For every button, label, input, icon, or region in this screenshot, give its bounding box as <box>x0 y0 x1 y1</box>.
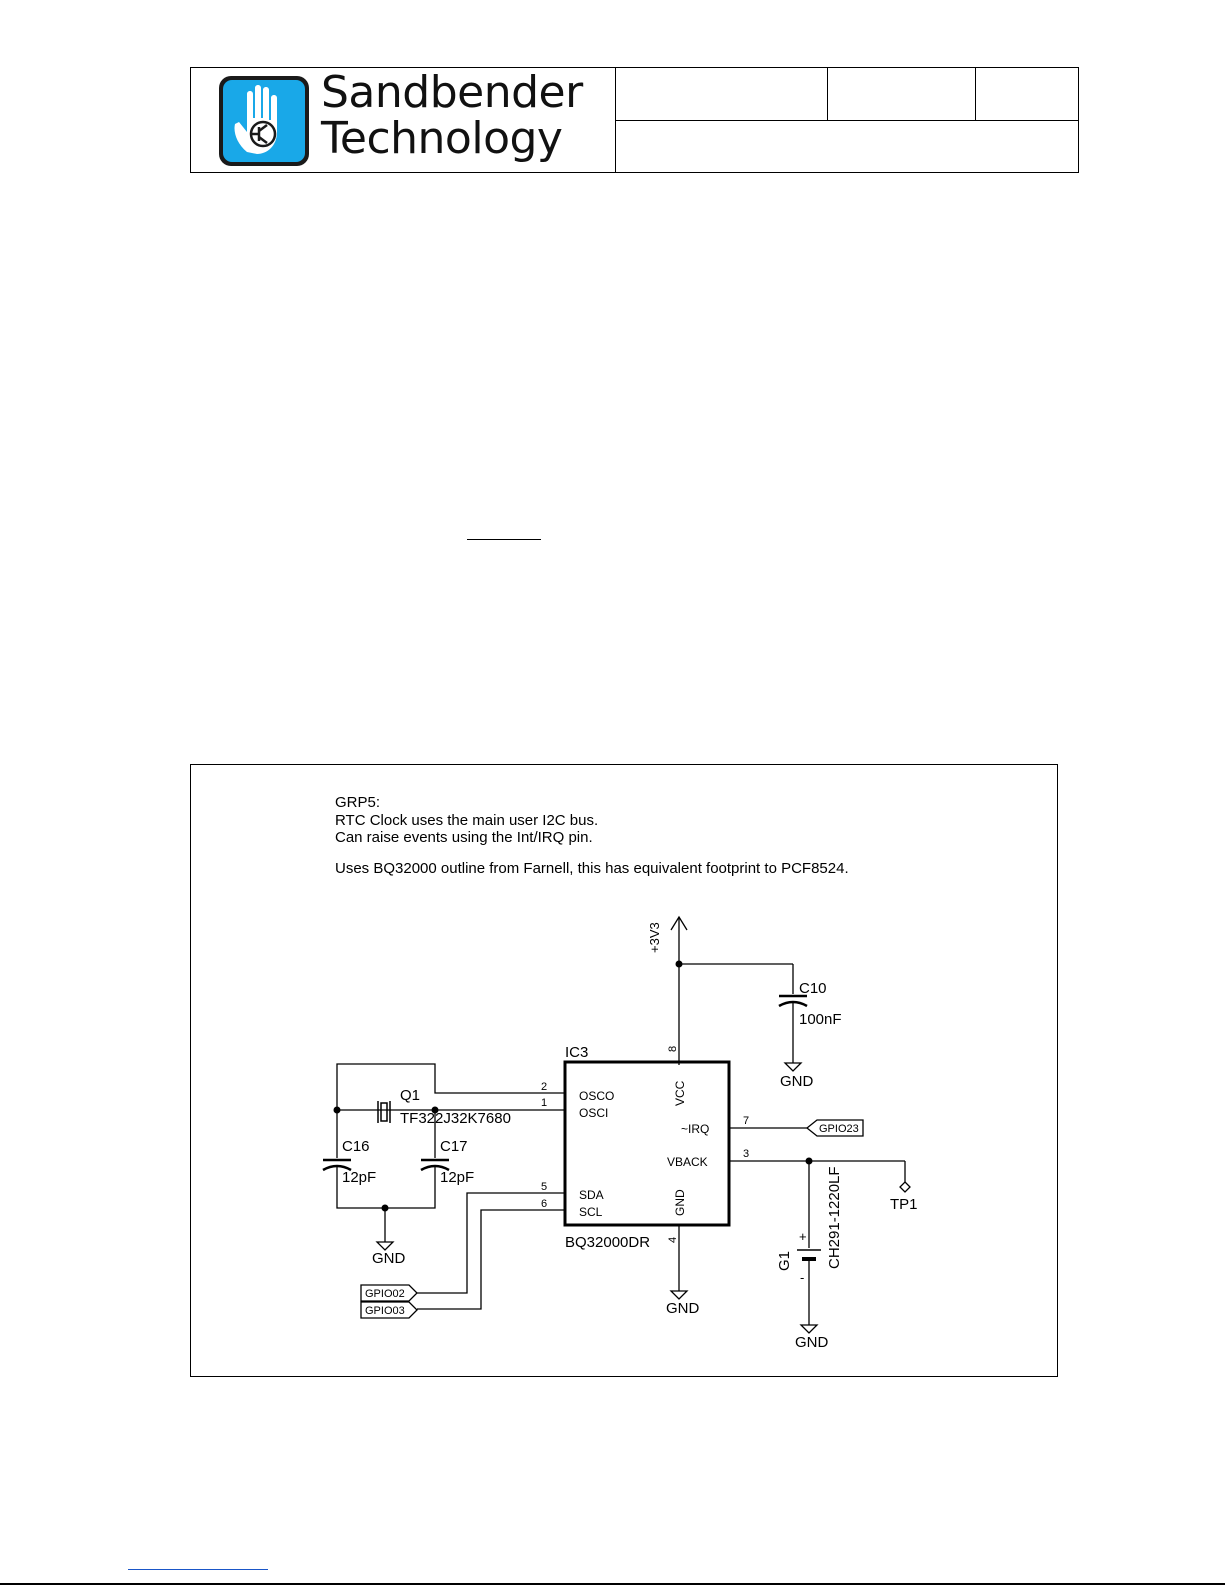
pin-number-3: 3 <box>743 1148 749 1160</box>
gnd-label-c10: GND <box>780 1073 814 1090</box>
note-line-1: GRP5: <box>335 794 380 811</box>
pin-number-5: 5 <box>541 1181 547 1193</box>
g1-part: CH291-1220LF <box>826 1166 843 1269</box>
pin-number-2: 2 <box>541 1081 547 1093</box>
c16-ref: C16 <box>342 1138 370 1155</box>
footer-rule <box>0 1583 1225 1585</box>
crystal-icon <box>380 1102 388 1122</box>
company-name-line2: Technology <box>321 113 563 164</box>
g1-minus: - <box>800 1270 804 1285</box>
title-block: Sandbender Technology <box>190 67 1079 173</box>
gnd-icon <box>375 1241 395 1251</box>
net-label-gpio03-text: GPIO03 <box>365 1305 405 1317</box>
pin-number-1: 1 <box>541 1097 547 1109</box>
pin-number-8: 8 <box>667 1046 679 1052</box>
net-label-gpio23 <box>805 1119 864 1137</box>
net-label-gpio03 <box>360 1301 418 1319</box>
test-point-icon <box>899 1181 911 1193</box>
net-label-gpio02-text: GPIO02 <box>365 1288 405 1300</box>
power-label: +3V3 <box>647 922 662 953</box>
title-field-1 <box>616 68 828 121</box>
gnd-icon <box>669 1290 689 1300</box>
note-line-2: RTC Clock uses the main user I2C bus. <box>335 812 598 829</box>
ic3-part: BQ32000DR <box>565 1234 650 1251</box>
pin-osco: OSCO <box>579 1089 614 1103</box>
net-label-gpio23-text: GPIO23 <box>819 1123 859 1135</box>
gnd-label-ic: GND <box>666 1300 700 1317</box>
title-field-3 <box>976 68 1078 121</box>
g1-plus: + <box>799 1229 807 1244</box>
ic3-ref: IC3 <box>565 1044 588 1061</box>
pin-osci: OSCI <box>579 1106 608 1120</box>
c10-plate-bottom <box>778 1000 808 1008</box>
c16-value: 12pF <box>342 1169 376 1186</box>
ic3-body <box>563 1060 731 1227</box>
schematic-frame: GRP5: RTC Clock uses the main user I2C b… <box>190 764 1058 1377</box>
underline-rule <box>467 539 541 540</box>
g1-ref: G1 <box>776 1251 793 1271</box>
gnd-label-xtal: GND <box>372 1250 406 1267</box>
c10-value: 100nF <box>799 1011 842 1028</box>
pin-gnd: GND <box>673 1189 687 1216</box>
pin-number-7: 7 <box>743 1115 749 1127</box>
pin-irq: ~IRQ <box>681 1122 709 1136</box>
note-line-3: Can raise events using the Int/IRQ pin. <box>335 829 593 846</box>
gnd-icon <box>783 1062 803 1072</box>
c17-ref: C17 <box>440 1138 468 1155</box>
q1-ref: Q1 <box>400 1087 420 1104</box>
note-line-4: Uses BQ32000 outline from Farnell, this … <box>335 860 849 877</box>
schematic-diagram: GRP5: RTC Clock uses the main user I2C b… <box>322 794 918 1351</box>
logo-cell: Sandbender Technology <box>191 68 616 172</box>
footer-link-rule <box>128 1569 268 1570</box>
title-field-2 <box>828 68 976 121</box>
c17-value: 12pF <box>440 1169 474 1186</box>
company-name-line1: Sandbender <box>321 67 583 118</box>
hand-transistor-logo-icon <box>219 76 309 166</box>
pin-vcc: VCC <box>673 1080 687 1106</box>
pin-number-4: 4 <box>667 1237 679 1243</box>
pin-number-6: 6 <box>541 1198 547 1210</box>
title-field-4 <box>616 121 1078 172</box>
pin-sda: SDA <box>579 1188 604 1202</box>
gnd-icon <box>799 1324 819 1334</box>
c10-ref: C10 <box>799 980 827 997</box>
company-name: Sandbender Technology <box>321 70 583 162</box>
pin-scl: SCL <box>579 1205 603 1219</box>
q1-part: TF322J32K7680 <box>400 1110 511 1127</box>
tp1-label: TP1 <box>890 1196 918 1213</box>
net-label-gpio02 <box>360 1284 418 1302</box>
pin-vback: VBACK <box>667 1155 708 1169</box>
gnd-label-battery: GND <box>795 1334 829 1351</box>
